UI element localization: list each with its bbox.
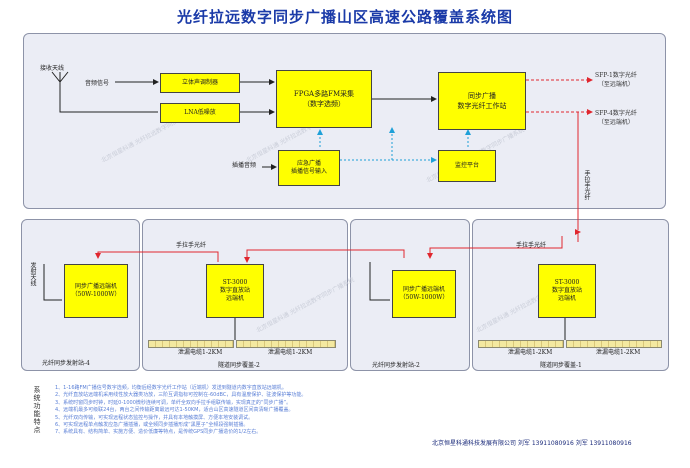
tunnel2-cable-left (148, 340, 234, 348)
site4-name: 光纤同步发射站-4 (42, 360, 90, 367)
page-title: 光纤拉远数字同步广播山区高速公路覆盖系统图 (176, 8, 513, 26)
tunnel1-cable-right (566, 340, 662, 348)
insert-audio-label: 插播音频 (232, 162, 257, 169)
emergency-box: 应急广播 插播信号输入 (278, 150, 340, 186)
sfp1-label: SFP-1数字光纤 （至远端机） (595, 72, 637, 88)
tunnel2-fiber-label: 手拉手光纤 (176, 242, 207, 249)
company-footer: 北京恒星科通科技发展有限公司 刘军 13911080916 刘军 1391108… (432, 440, 632, 447)
feature-item: 7、系统具有、结构简单、实施方便、造价低廉等特点，是传统GPS同步广播造价的1/… (55, 429, 262, 436)
stereo-modulator-box: 立体声调制器 (160, 73, 240, 93)
fiber-vertical-label: 手拉手光纤 (583, 170, 590, 200)
site2-transmitter-box: 同步广播远端机 （50W-1000W） (392, 270, 456, 318)
features-label: 系统功能特点 (33, 386, 41, 434)
tunnel1-fiber-label: 手拉手光纤 (516, 242, 547, 249)
tunnel1-name: 隧道同步覆盖-1 (540, 362, 582, 369)
feature-item: 4、远端机最多可级联24台，两台之间传输距离最远可达1-50KM，适合山区高速隧… (55, 407, 294, 414)
audio-signal-label: 音频信号 (85, 80, 110, 87)
feature-list: 1、1-16路FM广播信号数字选频，均衡后经数字光纤工作站（近端机）发送到隧道内… (55, 385, 306, 437)
monitor-box: 监控平台 (438, 150, 496, 182)
tunnel1-cable-right-label: 泄漏电缆1-2KM (596, 349, 641, 356)
site4-transmitter-box: 同步广播远端机 （50W-1000W） (64, 264, 128, 318)
tunnel2-cable-right-label: 泄漏电缆1-2KM (268, 349, 313, 356)
feature-item: 5、光纤双向传输，可实现远程状态监控与操作，并具有本地触摸屏、方便本地安装调试。 (55, 414, 254, 421)
sfp4-label: SFP-4数字光纤 （至远端机） (595, 110, 637, 126)
feature-item: 1、1-16路FM广播信号数字选频，均衡后经数字光纤工作站（近端机）发送到隧道内… (55, 385, 287, 391)
feature-item: 3、系统时窗同步时钟，时延0-1000微秒连续可调，单纤全双向手拉手组联传输，实… (55, 399, 292, 406)
tx-antenna-label: 发射天线 (29, 262, 36, 286)
lna-box: LNA低噪放 (160, 103, 240, 123)
antenna-icon (51, 71, 158, 113)
tunnel1-cable-left-label: 泄漏电缆1-2KM (508, 349, 553, 356)
tunnel2-cable-right (236, 340, 336, 348)
tunnel2-name: 隧道同步覆盖-2 (218, 362, 260, 369)
antenna-label: 接收天线 (40, 65, 65, 72)
feature-item: 2、光纤直放站远端机采用线性放大器类功放，三阶互调指标可控制在-60dBC，具有… (55, 392, 307, 399)
tunnel2-station-box: ST-3000 数字直放站 远端机 (206, 264, 264, 318)
sync-station-box: 同步广播 数字光纤工作站 (438, 72, 526, 130)
tunnel1-station-box: ST-3000 数字直放站 远端机 (538, 264, 596, 318)
site2-name: 光纤同步发射站-2 (372, 362, 420, 369)
tunnel2-cable-left-label: 泄漏电缆1-2KM (178, 349, 223, 356)
tunnel1-cable-left (478, 340, 564, 348)
fpga-box: FPGA多路FM采集 （数字选频） (276, 70, 372, 128)
feature-item: 6、可实现远程单点触发应急广播插播，或全频同步插播形成“黑匣子”全频段强制插播。 (55, 422, 249, 429)
